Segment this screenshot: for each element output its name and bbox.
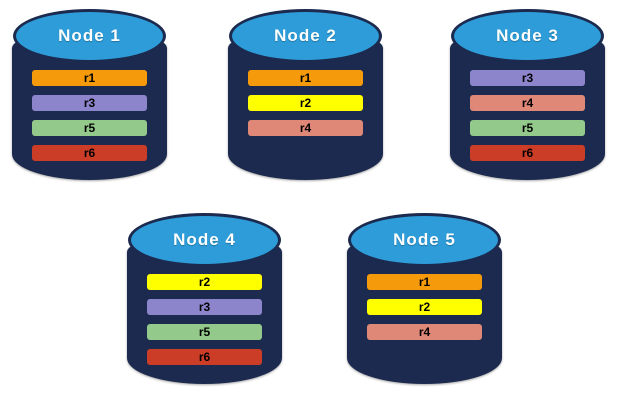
database-node-2[interactable]: Node 2 r1 r2 r4 [228, 8, 383, 180]
replica-bar[interactable]: r2 [248, 95, 363, 111]
replica-bar[interactable]: r2 [367, 299, 482, 315]
node-title: Node 5 [393, 230, 456, 249]
replica-bar[interactable]: r3 [32, 95, 147, 111]
replica-bar[interactable]: r3 [147, 299, 262, 315]
database-node-4[interactable]: Node 4 r2 r3 r5 r6 [127, 212, 282, 384]
replica-bar[interactable]: r6 [147, 349, 262, 365]
replica-bar[interactable]: r5 [32, 120, 147, 136]
node-title: Node 2 [274, 26, 337, 45]
replica-label: r4 [299, 121, 312, 135]
replica-label: r2 [299, 96, 312, 110]
replica-bar[interactable]: r3 [470, 70, 585, 86]
replica-bar[interactable]: r6 [32, 145, 147, 161]
replica-label: r6 [521, 146, 534, 160]
cylinder-top-icon: Node 4 [128, 213, 281, 267]
node-title: Node 1 [58, 26, 121, 45]
replica-list: r2 r3 r5 r6 [147, 274, 262, 365]
replica-label: r5 [83, 121, 96, 135]
replica-label: r5 [521, 121, 534, 135]
replica-label: r3 [521, 71, 534, 85]
replica-bar[interactable]: r1 [248, 70, 363, 86]
replica-bar[interactable]: r2 [147, 274, 262, 290]
cylinder-top-icon: Node 1 [13, 9, 166, 63]
replica-label: r1 [83, 71, 96, 85]
database-node-3[interactable]: Node 3 r3 r4 r5 r6 [450, 8, 605, 180]
node-title: Node 4 [173, 230, 236, 249]
replica-list: r1 r2 r4 [367, 274, 482, 340]
replica-label: r2 [198, 275, 211, 289]
replica-list: r3 r4 r5 r6 [470, 70, 585, 161]
replica-label: r3 [198, 300, 211, 314]
database-node-5[interactable]: Node 5 r1 r2 r4 [347, 212, 502, 384]
replica-bar[interactable]: r5 [470, 120, 585, 136]
replica-bar[interactable]: r4 [248, 120, 363, 136]
replica-bar[interactable]: r5 [147, 324, 262, 340]
replica-label: r6 [83, 146, 96, 160]
replica-bar[interactable]: r1 [32, 70, 147, 86]
cylinder-top-icon: Node 3 [451, 9, 604, 63]
replica-list: r1 r3 r5 r6 [32, 70, 147, 161]
replica-label: r4 [418, 325, 431, 339]
replica-label: r1 [418, 275, 431, 289]
replica-label: r3 [83, 96, 96, 110]
replica-label: r5 [198, 325, 211, 339]
cylinder-top-icon: Node 5 [348, 213, 501, 267]
replica-label: r4 [521, 96, 534, 110]
cylinder-top-icon: Node 2 [229, 9, 382, 63]
replica-label: r1 [299, 71, 312, 85]
replica-bar[interactable]: r1 [367, 274, 482, 290]
replica-label: r6 [198, 350, 211, 364]
node-title: Node 3 [496, 26, 559, 45]
replica-bar[interactable]: r6 [470, 145, 585, 161]
replica-bar[interactable]: r4 [470, 95, 585, 111]
replica-bar[interactable]: r4 [367, 324, 482, 340]
replica-label: r2 [418, 300, 431, 314]
replica-list: r1 r2 r4 [248, 70, 363, 136]
database-node-1[interactable]: Node 1 r1 r3 r5 r6 [12, 8, 167, 180]
